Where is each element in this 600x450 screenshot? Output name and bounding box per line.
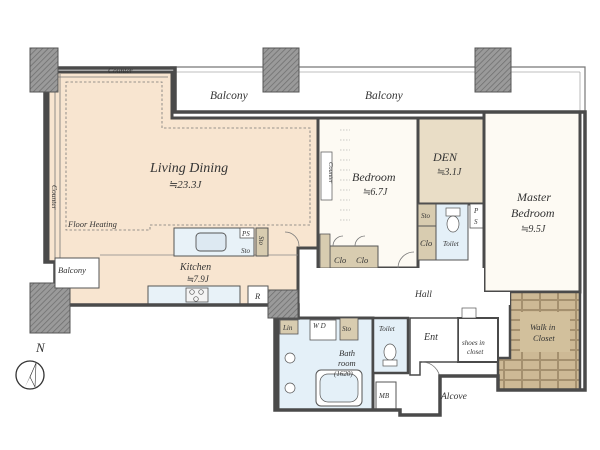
walk-in-closet (496, 290, 582, 392)
bath-storage (339, 317, 359, 341)
den-name: DEN (432, 150, 458, 164)
walk-in-closet-label-2: Closet (533, 333, 555, 343)
bedroom-name: Bedroom (352, 170, 396, 184)
kitchen-storage (255, 227, 269, 257)
living-dining-size: ≒23.3J (168, 179, 202, 191)
kitchen-ps-label: PS (241, 230, 250, 238)
washer-dryer (309, 319, 337, 341)
shoes-in-closet (457, 307, 499, 363)
entrance-label: Ent (423, 332, 438, 343)
kitchen-sink-icon (195, 232, 227, 252)
counter-top-label: Counter (108, 66, 133, 75)
master-bedroom-size: ≒9.5J (520, 224, 546, 235)
small-balcony (54, 257, 100, 289)
outer-walls (43, 66, 587, 417)
shoes-closet-label-2: closet (467, 348, 484, 356)
compass-icon (15, 360, 45, 390)
kitchen-size: ≒7.9J (186, 274, 210, 284)
refrigerator-label: R (254, 291, 261, 301)
washer-dryer-label: W D (313, 322, 326, 330)
kitchen-name: Kitchen (179, 262, 211, 273)
hall (300, 268, 510, 318)
walk-in-closet-label-1: Walk in (530, 322, 555, 332)
bath-room-label-2: room (338, 358, 356, 368)
shoes-closet-label-1: shoes in (462, 339, 485, 347)
den-ps-label-1: P (473, 207, 479, 215)
bedroom-closet-label-1: Clo (334, 255, 346, 265)
compass-n-label: N (35, 340, 46, 355)
alcove-label: Alcove (440, 392, 467, 402)
balcony-label-2: Balcony (365, 90, 404, 102)
bath-area (276, 316, 410, 412)
den-sto-label: Sto (421, 212, 430, 220)
balcony-label-1: Balcony (210, 90, 249, 102)
kitchen (100, 227, 300, 305)
bath-room-label-3: (1620) (334, 370, 353, 378)
bedroom-closet-label-2: Clo (356, 255, 368, 265)
counter-bedroom-label: Counter (327, 162, 334, 184)
kitchen-ps (239, 227, 255, 239)
master-bedroom-name-2: Bedroom (511, 206, 555, 220)
bedroom-counter (320, 151, 333, 201)
den-ps-label-2: S (474, 218, 478, 226)
bath-room-label-1: Bath (339, 348, 355, 358)
counter-left-label: Counter (50, 185, 59, 210)
den-toilet-label: Toilet (443, 240, 460, 248)
den-room (416, 116, 486, 261)
master-bedroom-name-1: Master (516, 190, 551, 204)
master-bedroom (482, 110, 582, 294)
bedroom-size: ≒6.7J (362, 187, 388, 198)
hall-label: Hall (414, 290, 432, 300)
living-dining-name: Living Dining (149, 161, 228, 176)
stove-icon (185, 287, 209, 303)
meter-box-label: MB (378, 392, 390, 400)
entrance (409, 317, 459, 381)
den-size: ≒3.1J (436, 167, 462, 178)
structural-columns (29, 47, 512, 334)
toilet-label: Toilet (379, 325, 396, 333)
linen-closet (279, 319, 299, 335)
floor-heating-label: Floor Heating (67, 219, 117, 229)
balcony-small-label: Balcony (58, 265, 86, 275)
kitchen-sto2-label: Sto (241, 247, 250, 255)
bedroom (316, 116, 420, 270)
linen-label: Lin (282, 324, 293, 332)
bath-sto-label: Sto (342, 325, 351, 333)
den-closet-label: Clo (420, 238, 432, 248)
kitchen-sto-label: Sto (257, 236, 265, 245)
